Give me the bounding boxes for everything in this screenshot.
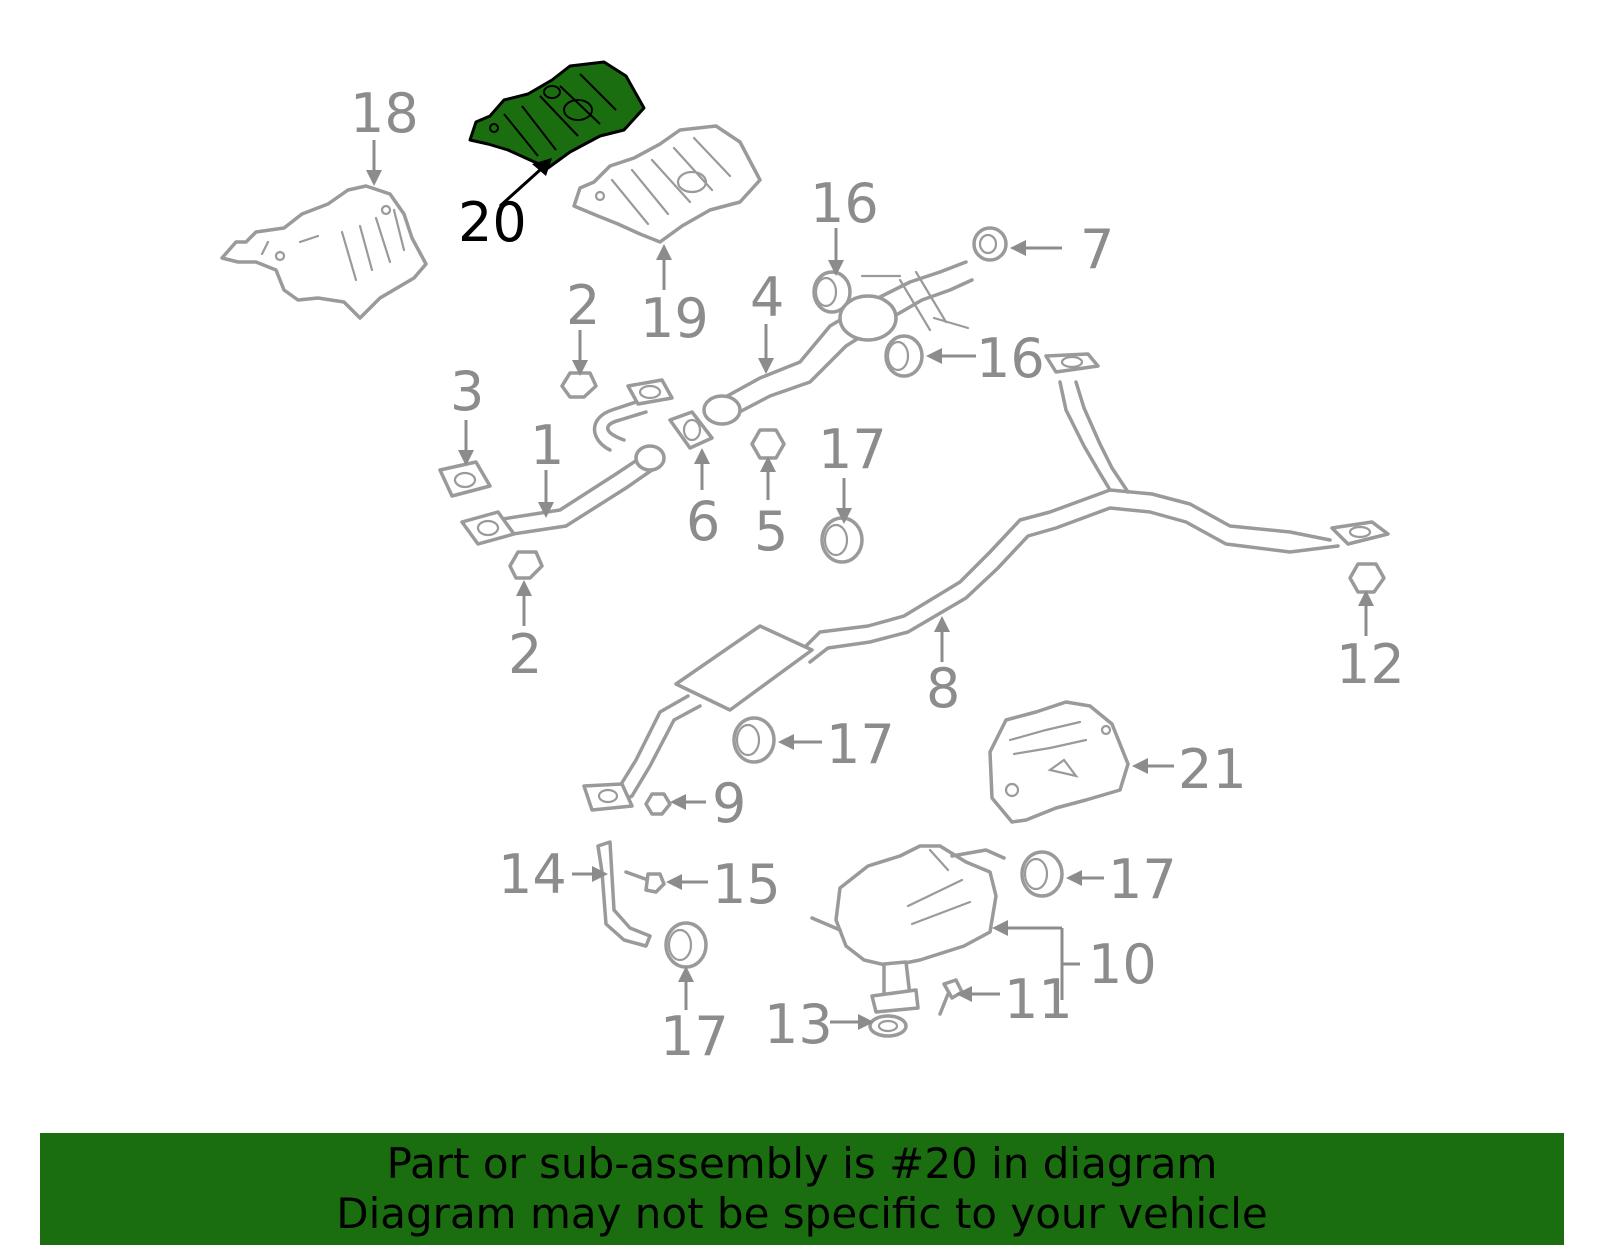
callout-17-d[interactable]: 17 bbox=[660, 1005, 729, 1068]
leader-arrows bbox=[366, 140, 1374, 1030]
callout-11[interactable]: 11 bbox=[1004, 968, 1073, 1031]
callout-15[interactable]: 15 bbox=[712, 853, 781, 916]
part-13-gasket[interactable] bbox=[868, 1014, 908, 1038]
callout-9[interactable]: 9 bbox=[712, 772, 746, 835]
callout-5[interactable]: 5 bbox=[754, 500, 788, 563]
part-15-bolt[interactable] bbox=[624, 870, 666, 894]
callout-8[interactable]: 8 bbox=[926, 657, 960, 720]
banner-line-part-number: Part or sub-assembly is #20 in diagram bbox=[386, 1139, 1218, 1188]
part-2-nut-a[interactable] bbox=[560, 371, 598, 399]
part-7-ring[interactable] bbox=[972, 226, 1008, 262]
callout-1[interactable]: 1 bbox=[530, 414, 564, 477]
callout-2-a[interactable]: 2 bbox=[566, 274, 600, 337]
part-21-heat-shield[interactable] bbox=[988, 700, 1130, 824]
part-20-heat-shield-highlighted[interactable] bbox=[468, 60, 646, 170]
callout-13[interactable]: 13 bbox=[764, 993, 833, 1056]
callout-19[interactable]: 19 bbox=[640, 287, 709, 350]
part-10-muffler[interactable] bbox=[810, 844, 1006, 1014]
callout-7[interactable]: 7 bbox=[1080, 218, 1114, 281]
callout-18[interactable]: 18 bbox=[350, 82, 419, 145]
part-1-front-pipe[interactable] bbox=[460, 378, 674, 546]
part-11-bolt[interactable] bbox=[938, 978, 964, 1016]
part-17-insulator-c[interactable] bbox=[1020, 850, 1064, 898]
part-12-nut[interactable] bbox=[1348, 562, 1386, 594]
part-17-insulator-d[interactable] bbox=[664, 921, 708, 969]
part-4-front-pipe-converter[interactable] bbox=[702, 260, 974, 426]
callout-4[interactable]: 4 bbox=[750, 266, 784, 329]
callout-12[interactable]: 12 bbox=[1336, 633, 1405, 696]
info-banner: Part or sub-assembly is #20 in diagram D… bbox=[40, 1133, 1564, 1245]
callout-2-b[interactable]: 2 bbox=[508, 623, 542, 686]
callout-10[interactable]: 10 bbox=[1088, 933, 1157, 996]
part-6-gasket[interactable] bbox=[668, 410, 714, 450]
part-3-gasket[interactable] bbox=[438, 460, 492, 498]
part-18-heat-shield[interactable] bbox=[220, 184, 428, 320]
callout-17-c[interactable]: 17 bbox=[1108, 848, 1177, 911]
part-16-insulator-a[interactable] bbox=[812, 270, 852, 314]
part-19-heat-shield[interactable] bbox=[572, 124, 762, 244]
part-17-insulator-a[interactable] bbox=[820, 516, 864, 564]
part-5-nut[interactable] bbox=[750, 428, 786, 460]
leader-arrow-20 bbox=[498, 158, 552, 208]
banner-line-disclaimer: Diagram may not be specific to your vehi… bbox=[336, 1189, 1268, 1238]
callout-16-b[interactable]: 16 bbox=[976, 327, 1045, 390]
callout-20[interactable]: 20 bbox=[458, 191, 527, 254]
callout-21[interactable]: 21 bbox=[1178, 738, 1247, 801]
part-9-nut[interactable] bbox=[644, 792, 672, 816]
callout-17-b[interactable]: 17 bbox=[826, 713, 895, 776]
callout-16-a[interactable]: 16 bbox=[810, 172, 879, 235]
callout-labels: 18 20 19 16 7 4 2 16 3 1 6 5 17 2 12 8 1… bbox=[350, 82, 1405, 1068]
callout-14[interactable]: 14 bbox=[498, 843, 567, 906]
part-8-center-pipe[interactable] bbox=[582, 352, 1390, 812]
callout-6[interactable]: 6 bbox=[686, 490, 720, 553]
part-14-bracket[interactable] bbox=[596, 840, 652, 948]
part-16-insulator-b[interactable] bbox=[884, 334, 924, 378]
part-17-insulator-b[interactable] bbox=[732, 716, 776, 764]
part-2-nut-b[interactable] bbox=[508, 550, 544, 580]
callout-3[interactable]: 3 bbox=[450, 360, 484, 423]
callout-17-a[interactable]: 17 bbox=[818, 418, 887, 481]
